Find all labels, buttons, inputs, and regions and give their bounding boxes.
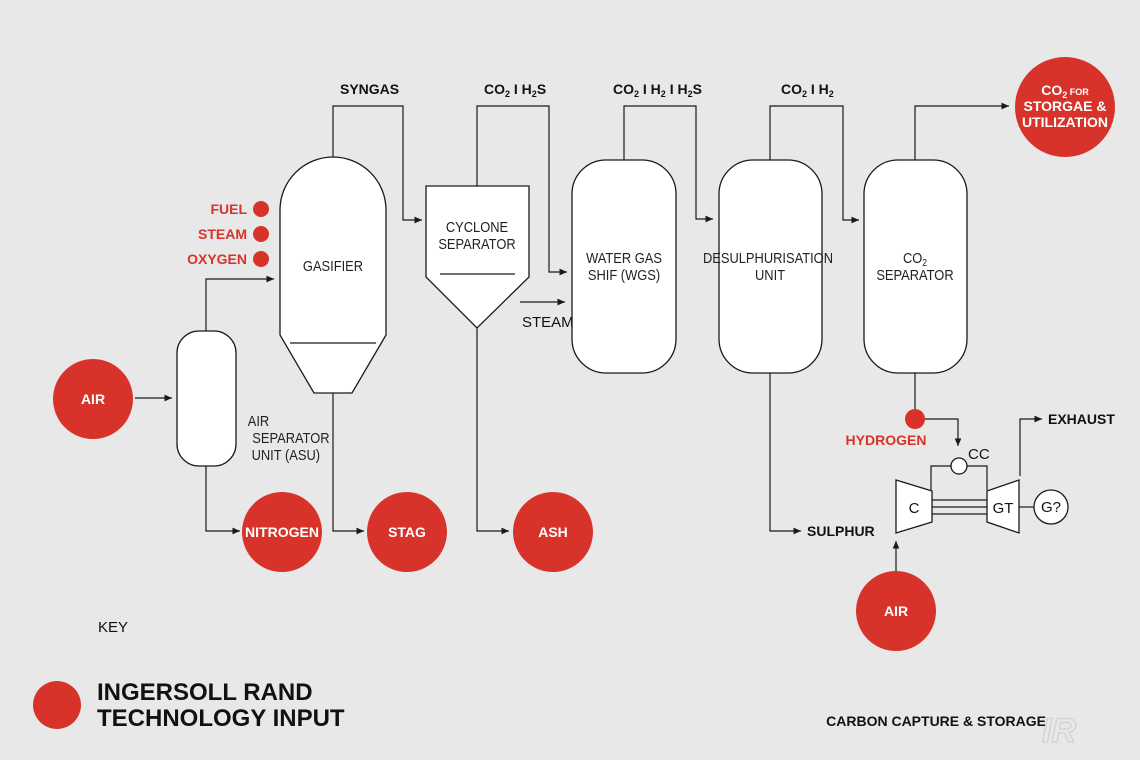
wgs-to-desulph-line [623,105,713,223]
air-bottom-label: AIR [884,603,908,619]
compressor-shape [895,479,933,534]
co2sep-label-2: SEPARATOR [876,266,953,283]
steam-input-label: STEAM [198,226,247,242]
desulph-to-co2sep-line [769,105,859,224]
air-left-label: AIR [81,391,105,407]
stag-label: STAG [388,524,426,540]
stream-co2-h2-label: CO2 I H2 [781,81,834,99]
fuel-label: FUEL [210,201,247,217]
cyclone-label-1: CYCLONE [446,218,508,235]
co2-out-label-1: CO2 FOR [1041,82,1089,100]
nitrogen-bubble [242,492,322,572]
desulph-vessel [718,159,823,374]
gas-turbine-label: GT [993,500,1014,517]
generator-label: G? [1041,499,1061,516]
key-line-2: TECHNOLOGY INPUT [97,705,345,732]
cyclone-to-wgs-line [476,105,567,276]
ash-bubble [513,492,593,572]
co2-separator-vessel [863,159,968,374]
co2-out-line [914,102,1009,160]
asu-to-gasifier-line [205,275,274,332]
cyclone-vessel [425,185,530,329]
steam-dot [253,226,269,242]
gasifier-to-stag-line [332,393,364,535]
air-bottom-bubble [856,571,936,651]
desulph-to-sulphur-line [769,372,801,535]
desulph-label-2: UNIT [755,266,785,283]
cyclone-label-2: SEPARATOR [438,235,515,252]
asu-label-2: SEPARATOR [252,429,329,446]
oxygen-label: OXYGEN [187,251,247,267]
syngas-label: SYNGAS [340,81,399,97]
gasifier-label: GASIFIER [303,257,363,274]
combustor-circle [950,457,968,475]
wgs-label-1: WATER GAS [586,249,662,266]
stag-bubble [367,492,447,572]
air-left-bubble [53,359,133,439]
asu-to-nitrogen-line [205,466,240,535]
asu-label-3: UNIT (ASU) [252,446,320,463]
gasifier-vessel [279,156,387,394]
hydrogen-label: HYDROGEN [846,432,927,448]
gas-turbine-shape [986,479,1020,534]
turbine-to-exhaust-line [1019,415,1042,476]
ash-label: ASH [538,524,568,540]
co2sep-label-1: CO2 [903,249,927,268]
stream-co2-h2-h2s-label: CO2 I H2 I H2S [613,81,702,99]
co2-out-label-2: STORGAE & [1024,98,1107,114]
technology-inputs [33,57,1115,729]
steam-stream-label: STEAM [522,314,574,331]
flow-lines [135,102,1042,572]
key-dot [33,681,81,729]
hydrogen-dot [905,409,925,429]
desulph-label-1: DESULPHURISATION [703,249,833,266]
co2-out-bubble [1015,57,1115,157]
oxygen-dot [253,251,269,267]
stream-co2-h2s-label: CO2 I H2S [484,81,546,99]
wgs-label-2: SHIF (WGS) [588,266,660,283]
asu-label-1: AIR [248,412,269,429]
fuel-dot [253,201,269,217]
generator-circle [1033,489,1069,525]
compressor-to-cc-line [930,465,951,490]
key-line-1: INGERSOLL RAND [97,679,313,706]
ir-logo: IR [1042,712,1076,750]
shaft-lines [932,499,987,515]
sulphur-label: SULPHUR [807,523,875,539]
key-heading: KEY [98,619,128,636]
cc-to-turbine-line [967,465,988,490]
co2-out-label-3: UTILIZATION [1022,114,1108,130]
nitrogen-label: NITROGEN [245,524,319,540]
footer-title: CARBON CAPTURE & STORAGE [826,713,1046,729]
syngas-line [332,105,422,224]
hydrogen-to-cc-line [925,418,962,446]
combustor-label: CC [968,446,990,463]
compressor-label: C [909,500,920,517]
asu-vessel [176,330,237,467]
exhaust-label: EXHAUST [1048,411,1115,427]
cyclone-to-ash-line [476,328,509,535]
vessels [176,156,1069,534]
wgs-vessel [571,159,677,374]
